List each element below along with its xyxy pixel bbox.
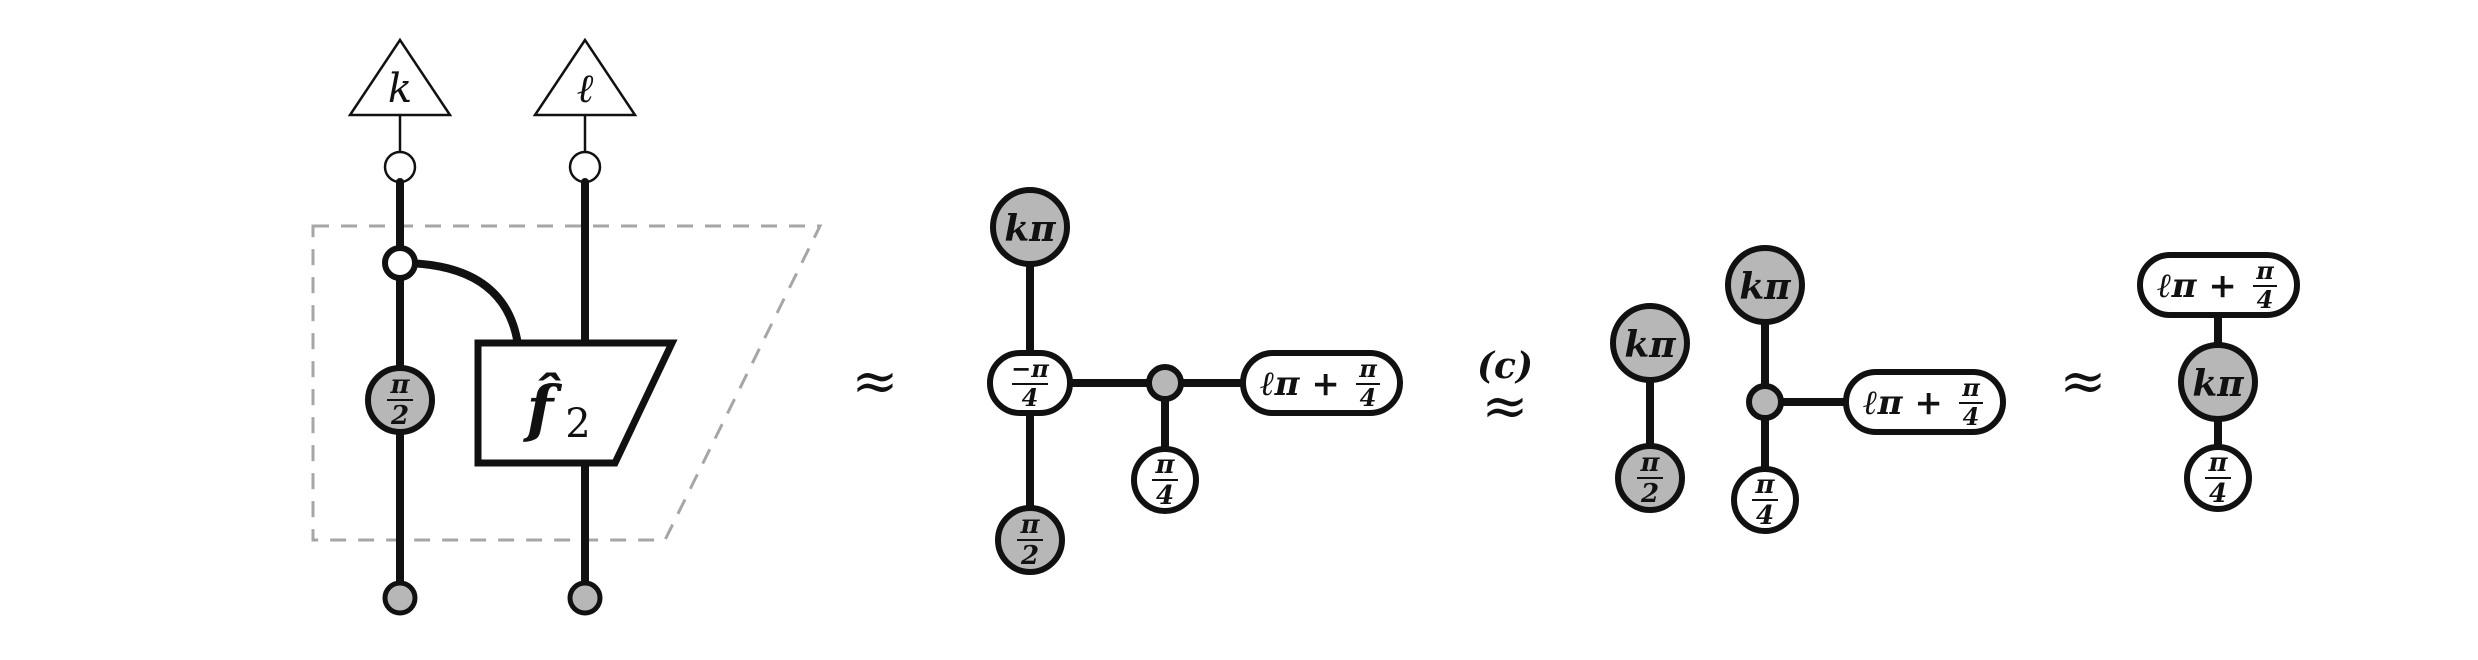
- output-right-node: [567, 580, 603, 616]
- output-left-node: [382, 580, 418, 616]
- panel-circuit: k ℓ π 2 f̂ 2: [311, 37, 823, 616]
- p3-bottom-numerator: π: [1754, 470, 1775, 500]
- dashed-region: [311, 224, 823, 542]
- p2-bottom-numerator: π: [1019, 510, 1040, 540]
- gray-spider-denominator: 2: [390, 401, 409, 431]
- panel-final-chain: ℓπ + π 4 kπ π 4: [2137, 252, 2300, 512]
- p3-top-label: kπ: [1739, 266, 1791, 308]
- gray-spider-numerator: π: [389, 370, 410, 400]
- p4-middle-label: kπ: [2192, 363, 2244, 405]
- p4-middle-spider: kπ: [2178, 342, 2258, 422]
- p2-bottom-denominator: 2: [1020, 541, 1039, 571]
- p3-left-bottom-spider: π 2: [1615, 443, 1685, 513]
- p2-stub-numerator: π: [1154, 450, 1175, 480]
- p2-stub-spider: π 4: [1131, 446, 1199, 514]
- p3-junction-node: [1746, 383, 1784, 421]
- p2-right-numerator: π: [1358, 354, 1377, 383]
- p4-bottom-spider: π 4: [2184, 444, 2252, 512]
- p2-right-denominator: 4: [1360, 383, 1377, 412]
- p3-left-top-spider: kπ: [1610, 303, 1690, 383]
- p3-right-main: ℓπ +: [1863, 383, 1943, 423]
- p4-top-main: ℓπ +: [2157, 266, 2237, 306]
- p4-top-denominator: 4: [2257, 285, 2274, 314]
- p4-top-numerator: π: [2255, 256, 2274, 285]
- p2-right-main: ℓπ +: [1260, 364, 1340, 404]
- p2-bottom-spider: π 2: [995, 505, 1065, 575]
- panel-split-network: kπ π 2 kπ π 4 ℓπ + π 4: [1610, 245, 2006, 534]
- approx-symbol-1: ≈: [852, 349, 899, 414]
- panel-spider-network: kπ −π 4 π 2 π 4 ℓπ + π 4: [987, 187, 1403, 575]
- p3-bottom-spider: π 4: [1731, 466, 1799, 534]
- approx-symbol-2: ≈: [1482, 374, 1529, 439]
- input-k-triangle: k: [347, 37, 453, 117]
- p3-top-spider: kπ: [1725, 245, 1805, 325]
- p3-left-top-label: kπ: [1624, 324, 1676, 366]
- p2-top-spider: kπ: [990, 187, 1070, 267]
- p2-right-spider: ℓπ + π 4: [1240, 350, 1403, 416]
- p2-center-numerator: −π: [1011, 354, 1049, 383]
- p3-left-bottom-denominator: 2: [1640, 479, 1659, 509]
- approx-symbol-3: ≈: [2060, 349, 2107, 414]
- approx-c-tag: (c): [1477, 345, 1533, 387]
- state-l-node: [568, 150, 602, 184]
- p2-center-denominator: 4: [1022, 383, 1039, 412]
- f2-box: f̂ 2: [474, 339, 678, 467]
- gray-spider-pi-2: π 2: [365, 365, 435, 435]
- p4-bottom-denominator: 4: [2209, 479, 2227, 509]
- f2-box-subscript: 2: [565, 401, 590, 447]
- approx-c-relation: (c) ≈: [1477, 345, 1533, 439]
- p2-top-label: kπ: [1004, 208, 1056, 250]
- input-l-triangle: ℓ: [532, 37, 638, 117]
- input-k-label: k: [388, 66, 412, 112]
- p2-stub-denominator: 4: [1156, 481, 1174, 511]
- input-l-label: ℓ: [577, 66, 594, 112]
- p2-center-spider: −π 4: [987, 350, 1073, 416]
- p3-left-bottom-numerator: π: [1639, 448, 1660, 478]
- p3-right-numerator: π: [1961, 373, 1980, 402]
- p4-bottom-numerator: π: [2207, 448, 2228, 478]
- white-spider-node: [382, 245, 418, 281]
- state-k-node: [383, 150, 417, 184]
- p2-junction-node: [1146, 364, 1184, 402]
- wire-arc: [396, 259, 522, 349]
- p4-top-spider: ℓπ + π 4: [2137, 252, 2300, 318]
- p3-right-spider: ℓπ + π 4: [1843, 369, 2006, 435]
- p3-right-denominator: 4: [1963, 402, 1980, 431]
- p3-bottom-denominator: 4: [1756, 501, 1774, 531]
